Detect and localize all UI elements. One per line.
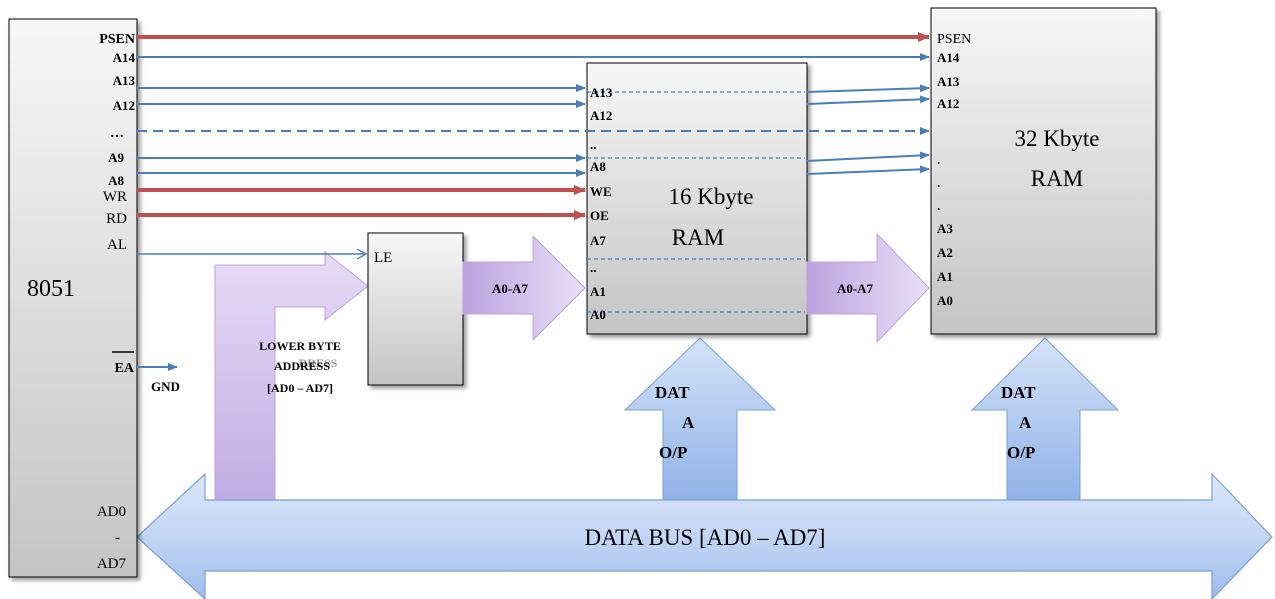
ram32-pin-a13: A13: [937, 74, 960, 89]
data-output-arrow-1: [623, 337, 777, 501]
mcu-pin-a8: A8: [108, 173, 124, 188]
ram16-pin-dd1: ..: [590, 137, 597, 152]
ram32-box: [930, 7, 1157, 335]
ram16-pin-a12: A12: [590, 108, 612, 123]
lower-byte-line3: [AD0 – AD7]: [267, 381, 333, 395]
ram16-pin-a1: A1: [590, 284, 606, 299]
data-output-arrow-2: [970, 337, 1120, 501]
ram16-box: [586, 62, 808, 335]
mcu-name: 8051: [27, 276, 75, 302]
address-arrow-a0-a7-1: [462, 234, 586, 342]
lower-byte-address-arrow: [214, 250, 369, 501]
ram32-pin-a0: A0: [937, 293, 953, 308]
ram16-internal-dashed-lines: [587, 91, 805, 313]
ram32-pin-d1: .: [937, 152, 940, 167]
mcu-pin-al: AL: [107, 237, 127, 253]
ram32-pin-a1: A1: [937, 269, 953, 284]
a12-line-ram: [806, 95, 930, 105]
ram32-title-line2: RAM: [1031, 166, 1083, 191]
mcu-pin-a14: A14: [113, 50, 136, 65]
ram32-title-line1: 32 Kbyte: [1015, 126, 1100, 151]
data-op-2-line3: O/P: [1007, 443, 1035, 462]
data-op-2-line1: DAT: [1001, 383, 1036, 402]
latch-box: [367, 232, 464, 386]
mcu-pin-rd: RD: [106, 211, 127, 227]
mcu-pin-ad7: AD7: [97, 556, 127, 572]
ram16-pin-dd2: ..: [590, 260, 597, 275]
lower-byte-line1: LOWER BYTE: [259, 339, 341, 353]
mcu-pin-ea: EA: [115, 361, 135, 376]
mcu-pin-a9: A9: [108, 150, 124, 165]
signal-lines: [137, 32, 930, 371]
lower-byte-ghost: DRESS: [299, 356, 338, 370]
ram16-pin-oe: OE: [590, 208, 609, 223]
a9-line-ram: [806, 151, 930, 162]
ram16-title-line1: 16 Kbyte: [669, 184, 754, 209]
mcu-pin-ad0: AD0: [97, 504, 126, 520]
ram16-title-line2: RAM: [672, 225, 724, 250]
mcu-pin-psen: PSEN: [99, 32, 135, 47]
a0-a7-label-1: A0-A7: [492, 281, 529, 296]
mcu-pin-dash: -: [115, 530, 120, 546]
ram32-pin-d2: .: [937, 175, 940, 190]
ram32-pin-psen: PSEN: [937, 32, 971, 47]
ram16-pin-a7: A7: [590, 233, 606, 248]
ram16-pin-a8: A8: [590, 159, 606, 174]
mcu-pin-a13: A13: [113, 73, 136, 88]
data-op-1-line2: A: [682, 413, 695, 432]
latch-le-label: LE: [374, 250, 392, 266]
a13-line-ram: [806, 84, 930, 93]
data-op-1-line3: O/P: [659, 443, 687, 462]
mcu-8051-box: [8, 18, 138, 578]
data-bus-arrow: [136, 472, 1273, 599]
data-op-1-line1: DAT: [655, 383, 690, 402]
mcu-pin-wr: WR: [103, 189, 127, 205]
mcu-pin-a12: A12: [113, 98, 135, 113]
mcu-pin-dots: …: [110, 126, 124, 141]
gnd-label: GND: [151, 379, 180, 394]
lower-byte-line2: ADDRESS: [274, 359, 330, 373]
ram32-pin-a12: A12: [937, 96, 959, 111]
address-arrow-a0-a7-2: [806, 232, 930, 344]
ram16-pin-we: WE: [590, 184, 612, 199]
ram16-pin-a13: A13: [590, 85, 613, 100]
data-op-2-line2: A: [1019, 413, 1032, 432]
a0-a7-label-2: A0-A7: [837, 281, 874, 296]
ram32-pin-a14: A14: [937, 50, 960, 65]
a8-line-ram: [806, 165, 930, 175]
ram32-pin-a3: A3: [937, 221, 953, 236]
ram32-pin-d3: .: [937, 198, 940, 213]
ram32-pin-a2: A2: [937, 245, 953, 260]
data-bus-label: DATA BUS [AD0 – AD7]: [585, 525, 826, 550]
ram16-pin-a0: A0: [590, 307, 606, 322]
